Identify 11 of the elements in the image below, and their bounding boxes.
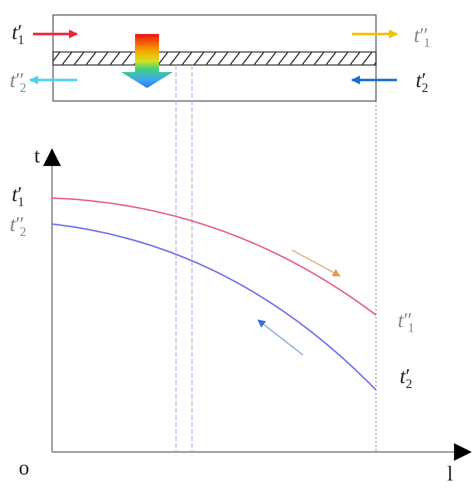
temperature-label: t″$_{2}$ (10, 70, 26, 94)
axis-label: l (447, 464, 453, 484)
temperature-label: t′$_{1}$ (12, 22, 24, 46)
temperature-label: t′$_{2}$ (400, 366, 412, 390)
temperature-label: t″$_{2}$ (10, 214, 26, 238)
temperature-label: t″$_{1}$ (414, 24, 430, 50)
temperature-label: t′$_{2}$ (416, 70, 428, 94)
axis-label: t (34, 146, 40, 166)
axis-label: o (18, 458, 30, 478)
temperature-label: t″$_{1}$ (398, 310, 414, 334)
temperature-label: t′$_{1}$ (12, 184, 24, 208)
